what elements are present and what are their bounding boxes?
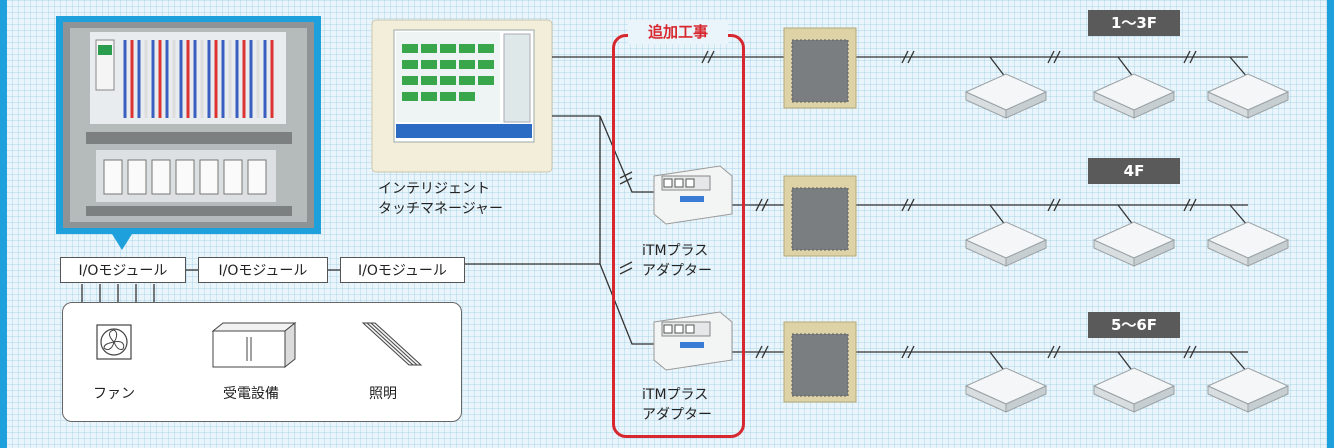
touch-manager-label-line2: タッチマネージャー xyxy=(378,201,504,217)
control-panel-photo xyxy=(56,16,321,250)
indoor-units xyxy=(964,73,1290,413)
equipment-label-power: 受電設備 xyxy=(223,386,279,402)
itm-adapter-1 xyxy=(653,165,733,225)
outdoor-unit-2 xyxy=(783,175,857,257)
adapter-2-label-line1: iTMプラス xyxy=(642,387,709,403)
right-accent-bar xyxy=(1327,0,1334,448)
equipment-label-fan: ファン xyxy=(93,386,135,402)
wire-markers xyxy=(619,50,1197,359)
connected-equipment-box: ファン 受電設備 照明 xyxy=(62,302,462,422)
fan-icon xyxy=(96,324,132,360)
touch-manager-label-line1: インテリジェント xyxy=(378,181,490,197)
floor-tag-1-3f: 1〜3F xyxy=(1088,10,1180,36)
floor-tag-4f: 4F xyxy=(1088,158,1180,184)
lighting-icon xyxy=(361,322,423,366)
io-module-1: I/Oモジュール xyxy=(60,257,186,283)
floor-tag-5-6f: 5〜6F xyxy=(1088,312,1180,338)
outdoor-unit-3 xyxy=(783,321,857,403)
outdoor-unit-1 xyxy=(783,27,857,109)
power-receiving-icon xyxy=(211,321,297,369)
adapter-1-label-line1: iTMプラス xyxy=(642,243,709,259)
additional-work-frame xyxy=(612,34,745,438)
io-module-2: I/Oモジュール xyxy=(198,257,328,283)
equipment-icons xyxy=(96,321,423,369)
itm-adapter-2 xyxy=(653,311,733,371)
additional-work-title: 追加工事 xyxy=(628,20,728,44)
adapter-1-label-line2: アダプター xyxy=(642,263,712,279)
io-module-3: I/Oモジュール xyxy=(340,257,465,283)
equipment-label-lighting: 照明 xyxy=(369,386,397,402)
touch-manager-device xyxy=(371,19,553,173)
left-accent-bar xyxy=(0,0,7,448)
adapter-2-label-line2: アダプター xyxy=(642,407,712,423)
